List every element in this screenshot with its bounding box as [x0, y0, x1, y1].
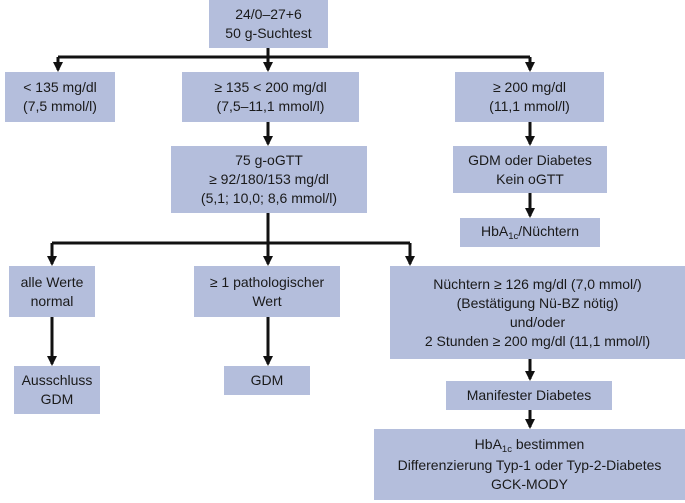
box-hba1c-fasting-text: HbA1c/Nüchtern — [481, 222, 579, 243]
box-screening-test: 24/0–27+6 50 g-Suchtest — [209, 0, 328, 48]
final-hba1c-subscript: 1c — [501, 444, 512, 455]
hba1c-subscript: 1c — [508, 231, 519, 242]
box-one-pathologic: ≥ 1 pathologischer Wert — [194, 266, 340, 317]
box-200-or-more: ≥ 200 mg/dl (11,1 mmol/l) — [455, 72, 604, 122]
box-gdm: GDM — [224, 366, 310, 395]
box-one-pathologic-line-2: Wert — [252, 292, 282, 309]
box-hba1c-determination: HbA1c bestimmen Differenzierung Typ-1 od… — [374, 429, 685, 500]
box-diabetes-criteria-line-3: und/oder — [509, 313, 566, 330]
box-135-to-200: ≥ 135 < 200 mg/dl (7,5–11,1 mmol/l) — [182, 72, 359, 122]
box-all-normal-line-1: alle Werte — [20, 273, 84, 290]
box-exclusion-gdm-line-1: Ausschluss — [21, 372, 93, 388]
box-hba1c-determination-line-2: Differenzierung Typ-1 oder Typ-2-Diabete… — [397, 457, 662, 473]
final-hba1c-prefix: HbA — [474, 436, 502, 452]
box-ogtt-line-1: 75 g-oGTT — [235, 152, 303, 168]
box-ogtt-line-2: ≥ 92/180/153 mg/dl — [209, 171, 329, 187]
connector-ogtt-split — [52, 213, 410, 245]
box-all-normal-line-2: normal — [30, 292, 74, 309]
box-ogtt-line-3: (5,1; 10,0; 8,6 mmol/l) — [200, 190, 338, 206]
box-diabetes-criteria-line-2: (Bestätigung Nü-BZ nötig) — [456, 294, 619, 311]
box-200-or-more-line-1: ≥ 200 mg/dl — [492, 79, 567, 95]
box-one-pathologic-line-1: ≥ 1 pathologischer — [209, 273, 325, 290]
box-135-to-200-line-2: (7,5–11,1 mmol/l) — [216, 98, 325, 114]
box-ogtt: 75 g-oGTT ≥ 92/180/153 mg/dl (5,1; 10,0;… — [171, 146, 367, 213]
box-hba1c-determination-line-3: GCK-MODY — [491, 476, 568, 492]
box-below-135-line-2: (7,5 mmol/l) — [23, 98, 97, 114]
box-exclusion-gdm: Ausschluss GDM — [14, 366, 100, 414]
hba1c-suffix: /Nüchtern — [518, 223, 579, 239]
box-manifest-diabetes-line-1: Manifester Diabetes — [466, 387, 592, 403]
box-manifest-diabetes: Manifester Diabetes — [446, 381, 612, 410]
box-gdm-line-1: GDM — [250, 372, 284, 388]
box-screening-test-line-1: 24/0–27+6 — [235, 6, 302, 22]
box-diabetes-criteria: Nüchtern ≥ 126 mg/dl (7,0 mmol/) (Bestät… — [390, 266, 685, 359]
box-below-135-line-1: < 135 mg/dl — [23, 79, 97, 95]
hba1c-prefix: HbA — [481, 223, 509, 239]
box-diabetes-criteria-line-4: 2 Stunden ≥ 200 mg/dl (11,1 mmol/l) — [424, 332, 651, 349]
box-hba1c-fasting: HbA1c/Nüchtern — [460, 218, 600, 247]
box-gdm-or-diabetes: GDM oder Diabetes Kein oGTT — [453, 146, 607, 193]
box-diabetes-criteria-line-1: Nüchtern ≥ 126 mg/dl (7,0 mmol/) — [433, 275, 642, 292]
box-200-or-more-line-2: (11,1 mmol/l) — [489, 98, 570, 114]
connector-start-split — [58, 48, 530, 59]
box-gdm-or-diabetes-line-1: GDM oder Diabetes — [468, 151, 592, 168]
box-hba1c-determination-line-1: HbA1c bestimmen — [475, 435, 585, 456]
box-all-normal: alle Werte normal — [9, 266, 95, 317]
box-exclusion-gdm-line-2: GDM — [40, 391, 74, 407]
box-below-135: < 135 mg/dl (7,5 mmol/l) — [5, 72, 115, 122]
final-hba1c-suffix: bestimmen — [511, 436, 585, 452]
box-gdm-or-diabetes-line-2: Kein oGTT — [496, 170, 564, 187]
box-135-to-200-line-1: ≥ 135 < 200 mg/dl — [214, 79, 327, 95]
box-screening-test-line-2: 50 g-Suchtest — [225, 25, 312, 41]
